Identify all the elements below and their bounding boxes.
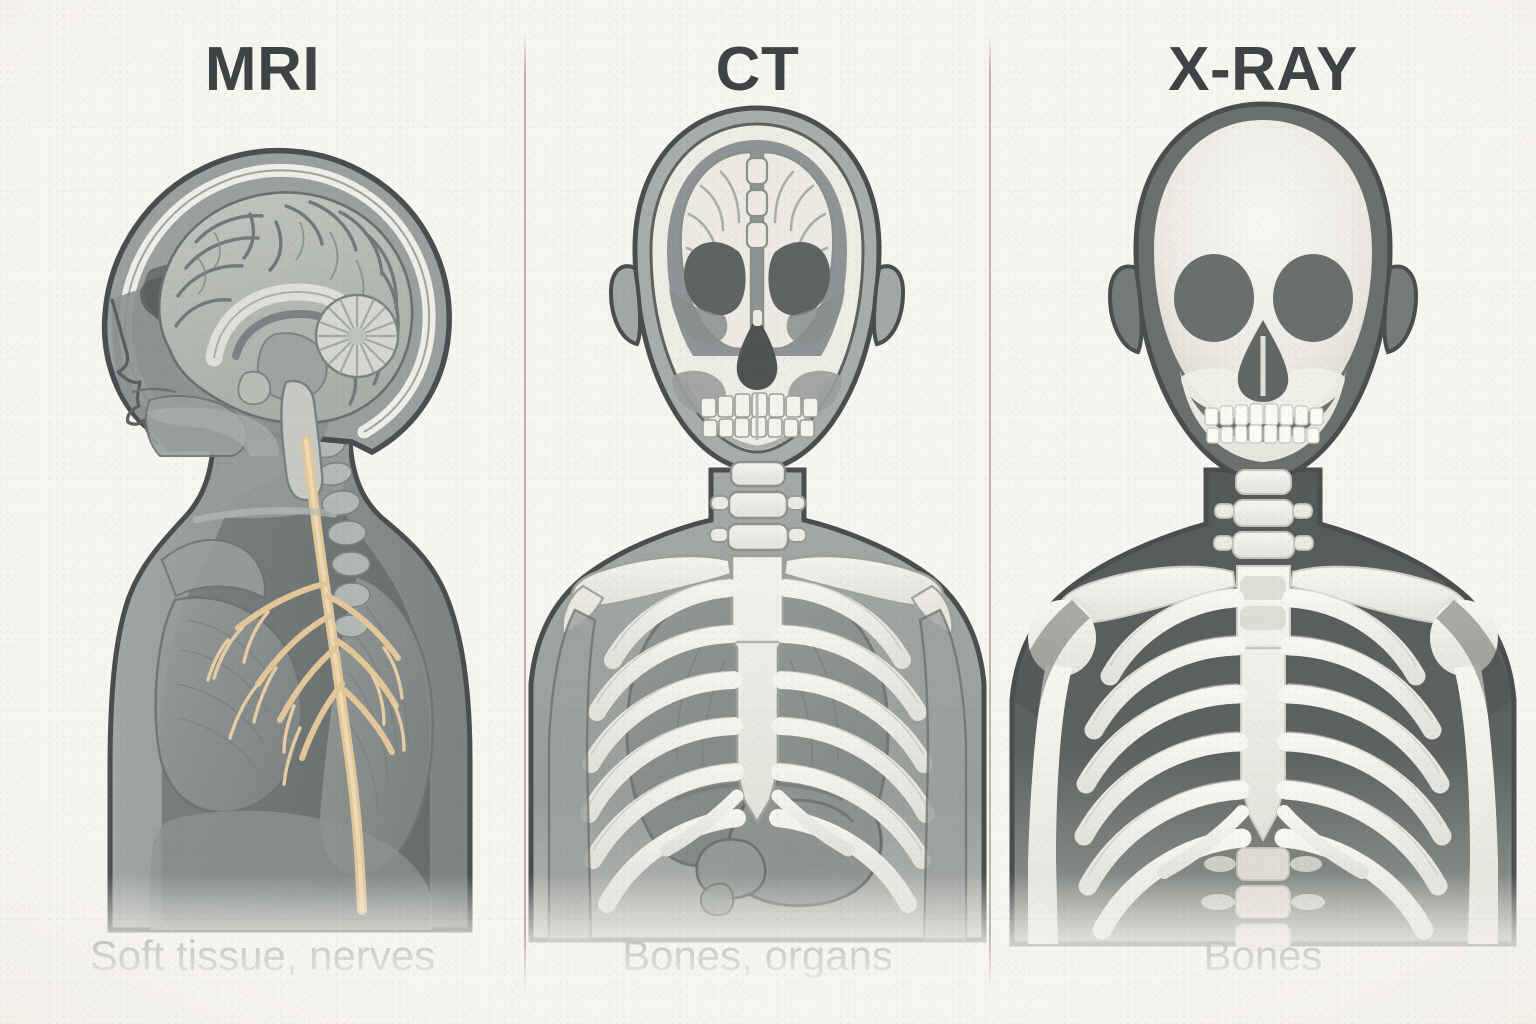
xray-costal-margin-right — [1277, 805, 1369, 879]
ct-orbit-left — [684, 241, 746, 316]
panel-xray: X-RAY Bones — [990, 0, 1536, 1024]
mri-jaw-bone — [146, 407, 279, 456]
xray-shoulder-shadow-right — [1436, 600, 1514, 716]
panel-caption-xray: Bones — [1203, 932, 1323, 979]
xray-maxilla-right — [1271, 368, 1345, 414]
panel-mri: MRI Soft tissue, nerves — [0, 0, 525, 1024]
xray-orbit-left — [1174, 254, 1254, 342]
panel-caption-mri: Soft tissue, nerves — [89, 932, 436, 979]
xray-ear-left — [1107, 264, 1144, 355]
xray-cervical-transverse — [1213, 503, 1314, 551]
ct-brain-central-fissure — [745, 156, 769, 250]
mri-spinal-cord-core — [304, 438, 364, 912]
panel-ct: CT Bones, organs — [525, 0, 990, 1024]
xray-cranium — [1154, 120, 1372, 424]
mri-pectoral-muscle — [154, 596, 303, 814]
xray-ear-right — [1382, 264, 1419, 355]
mri-deltoid-muscle — [160, 538, 266, 600]
mri-face-profile — [110, 298, 160, 446]
ct-nasal-cavity — [736, 316, 778, 390]
ct-figure — [528, 105, 987, 943]
mri-lips-mouth — [131, 387, 177, 394]
ct-illustration — [525, 0, 990, 1024]
xray-thoracic-spine — [1240, 576, 1286, 630]
xray-teeth — [1204, 403, 1324, 444]
ct-ribs-right-edge — [779, 578, 927, 852]
ct-temporal-shading-left — [669, 288, 728, 345]
xray-shoulder-shadow-left — [1012, 600, 1090, 716]
ct-teeth — [700, 392, 819, 438]
xray-ribs-left-inner — [1083, 587, 1241, 877]
ct-ribs-left — [580, 579, 746, 913]
panel-caption-ct: Bones, organs — [622, 932, 893, 979]
ct-temporal-shading-right — [786, 288, 845, 345]
ct-gallbladder — [699, 882, 735, 917]
ct-sternum — [730, 554, 785, 825]
mri-figure — [101, 147, 473, 933]
xray-maxilla — [1181, 368, 1255, 414]
mri-illustration — [0, 0, 525, 1024]
panel-divider-1 — [524, 33, 526, 991]
panel-title-ct: CT — [715, 35, 800, 104]
ct-costal-margin-right — [771, 789, 855, 857]
mri-clavicle — [192, 507, 338, 524]
mri-nerve-plexus — [235, 581, 401, 761]
xray-illustration — [990, 0, 1536, 1024]
xray-figure — [1009, 101, 1517, 951]
mri-anatomy-svg — [101, 147, 473, 933]
xray-ribs-right-inner — [1285, 587, 1443, 877]
mri-nerve-twigs — [206, 610, 406, 786]
ct-ear-right — [871, 264, 906, 347]
ct-cervical-spine — [726, 460, 790, 552]
panel-title-mri: MRI — [204, 35, 321, 104]
xray-anatomy-svg — [1009, 101, 1517, 951]
ct-cervical-transverse — [709, 495, 807, 543]
ct-nasal-septum — [753, 310, 762, 326]
mri-pituitary — [237, 370, 272, 406]
xray-costal-margin-left — [1157, 805, 1249, 879]
panel-title-xray: X-RAY — [1168, 35, 1358, 104]
ct-costal-margin-left — [660, 789, 744, 857]
ct-orbit-right — [768, 241, 830, 316]
ct-anatomy-svg — [528, 105, 987, 943]
ct-ear-left — [608, 264, 643, 347]
panel-divider-2 — [989, 33, 991, 991]
mri-cerebellum — [314, 293, 400, 379]
ct-ribs-left-edge — [588, 578, 736, 852]
xray-orbit-right — [1273, 254, 1353, 342]
xray-cervical-spine — [1232, 469, 1295, 559]
